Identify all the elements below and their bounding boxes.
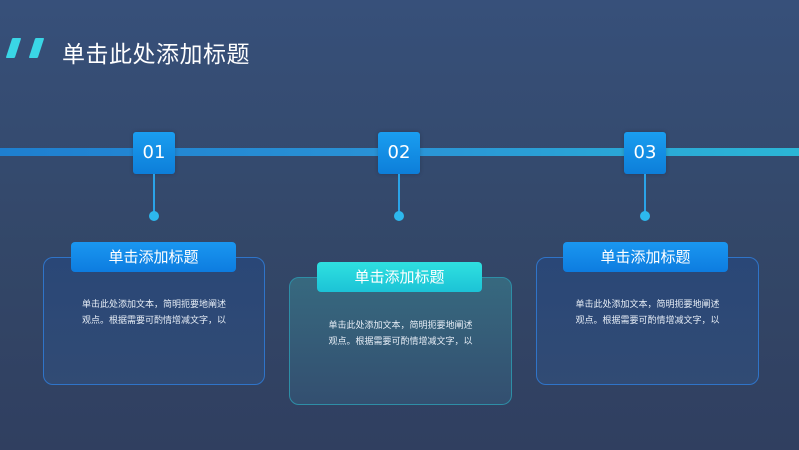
card-3-line-2: 观点。根据需要可酌情增减文字，以: [575, 316, 720, 326]
card-2-line-1: 单击此处添加文本，简明扼要地阐述: [328, 321, 473, 331]
connector-dot-1: [149, 211, 159, 221]
card-1-line-2: 观点。根据需要可酌情增减文字，以: [81, 316, 226, 326]
step-number-1[interactable]: 01: [133, 132, 175, 174]
slide-title[interactable]: 单击此处添加标题: [62, 42, 250, 68]
connector-dot-3: [640, 211, 650, 221]
card-2-line-2: 观点。根据需要可酌情增减文字，以: [328, 337, 473, 347]
quote-mark-icon: [5, 38, 22, 58]
quote-mark-icon: [28, 38, 45, 58]
card-3-header[interactable]: 单击添加标题: [563, 242, 728, 272]
card-3-line-1: 单击此处添加文本，简明扼要地阐述: [575, 300, 720, 310]
step-number-3[interactable]: 03: [624, 132, 666, 174]
card-2-header[interactable]: 单击添加标题: [317, 262, 482, 292]
card-2-text[interactable]: 单击此处添加文本，简明扼要地阐述 观点。根据需要可酌情增减文字，以: [290, 318, 511, 350]
card-1-text[interactable]: 单击此处添加文本，简明扼要地阐述 观点。根据需要可酌情增减文字，以: [44, 297, 264, 329]
connector-line-1: [153, 174, 155, 212]
connector-line-2: [398, 174, 400, 212]
step-number-2[interactable]: 02: [378, 132, 420, 174]
card-3-text[interactable]: 单击此处添加文本，简明扼要地阐述 观点。根据需要可酌情增减文字，以: [537, 297, 758, 329]
card-1-line-1: 单击此处添加文本，简明扼要地阐述: [81, 300, 226, 310]
card-3[interactable]: 单击此处添加文本，简明扼要地阐述 观点。根据需要可酌情增减文字，以: [536, 257, 759, 385]
connector-dot-2: [394, 211, 404, 221]
card-1[interactable]: 单击此处添加文本，简明扼要地阐述 观点。根据需要可酌情增减文字，以: [43, 257, 265, 385]
card-1-header[interactable]: 单击添加标题: [71, 242, 236, 272]
card-2[interactable]: 单击此处添加文本，简明扼要地阐述 观点。根据需要可酌情增减文字，以: [289, 277, 512, 405]
connector-line-3: [644, 174, 646, 212]
